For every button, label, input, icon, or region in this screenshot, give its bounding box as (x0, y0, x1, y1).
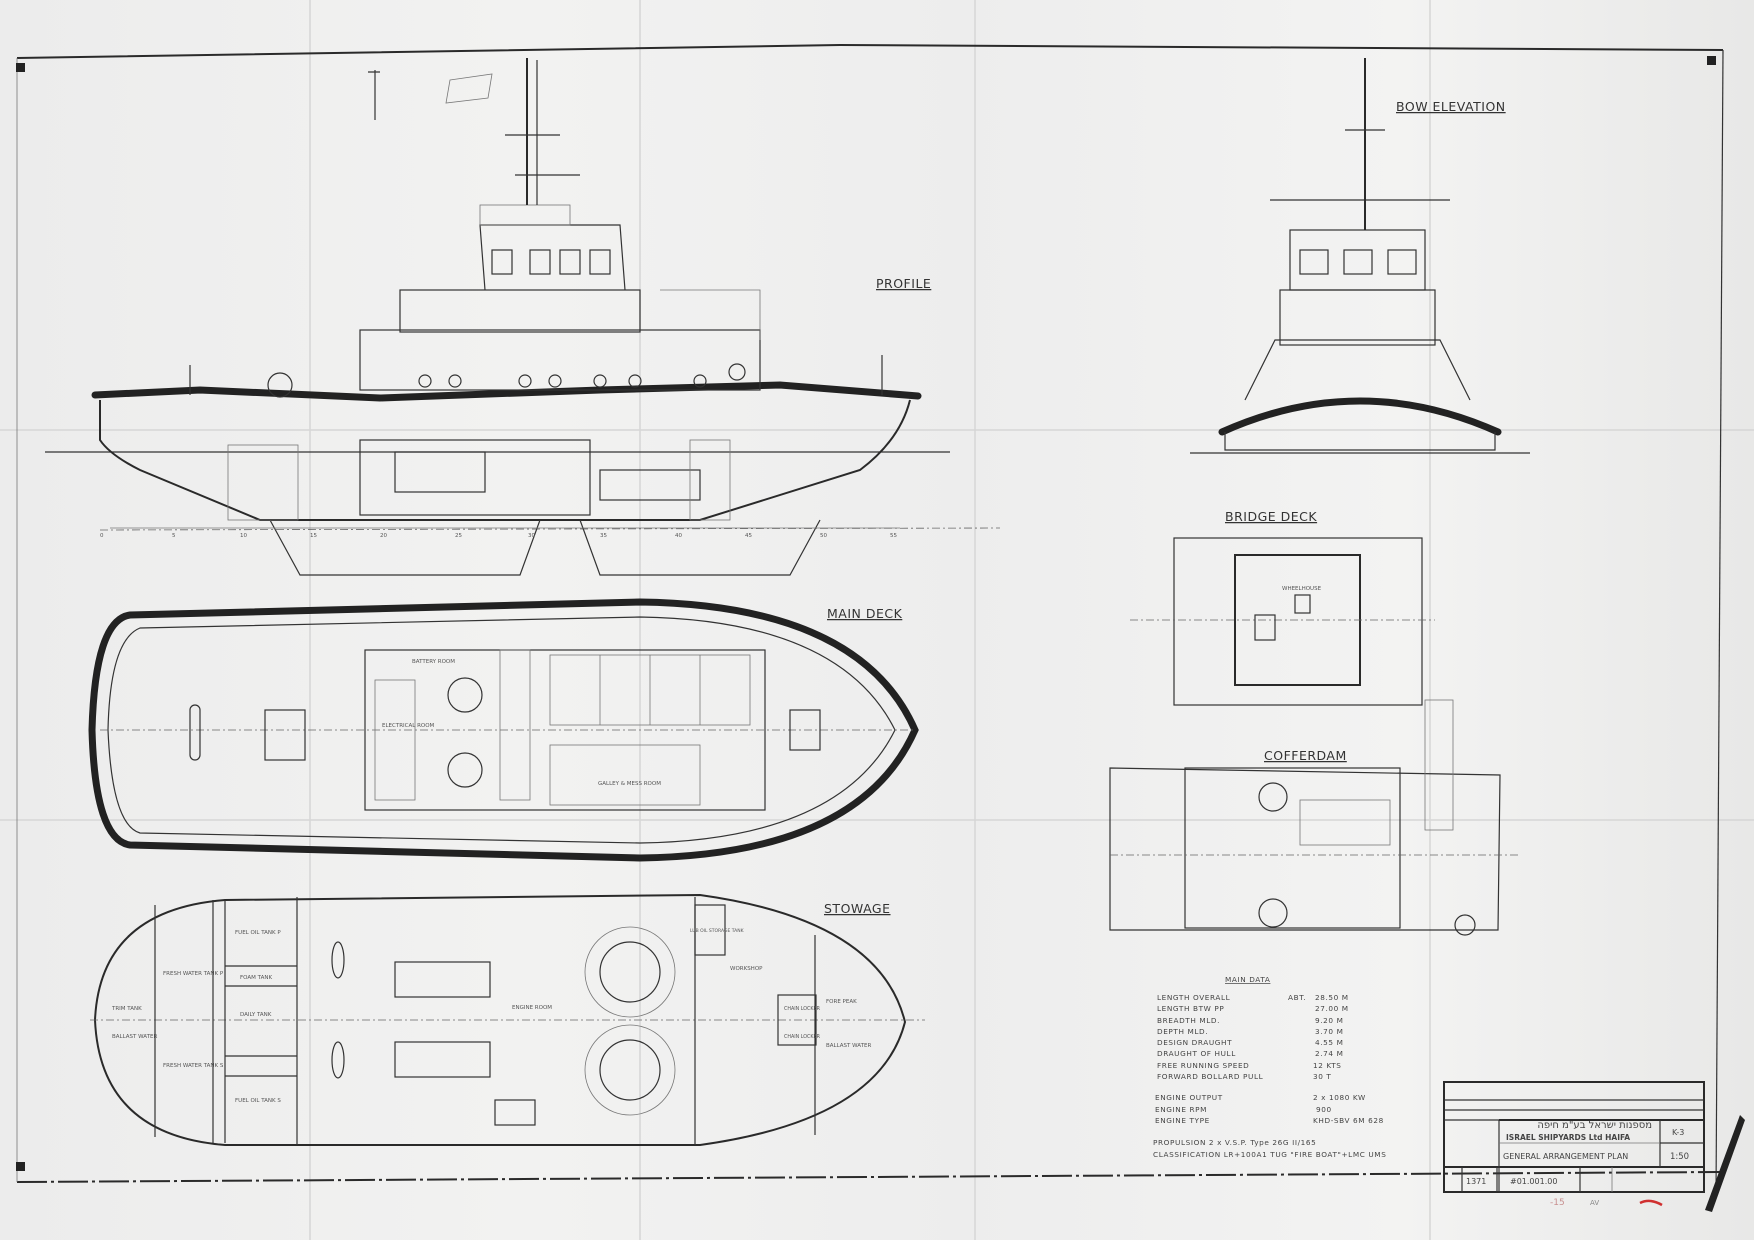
stowage-rooms-chain-locker-2-text: CHAIN LOCKER (784, 1034, 821, 1040)
company-name-hebrew: מספנות ישראל בע"מ חיפה (1537, 1120, 1652, 1131)
room-label: WHEELHOUSE (1282, 586, 1322, 592)
main-data-propulsion-text: PROPULSION 2 x V.S.P. Type 26G II/165 (1153, 1138, 1316, 1147)
4-value-text: 4.55 M (1315, 1038, 1343, 1047)
stowage-rooms-lub-oil-text: LUB OIL STORAGE TANK (690, 928, 745, 934)
5-label-text: DRAUGHT OF HULL (1157, 1049, 1236, 1058)
stowage-rooms-foam-tank-text: FOAM TANK (240, 975, 272, 981)
hull-number: 1371 (1466, 1177, 1486, 1186)
stowage-rooms-fore-peak-text: FORE PEAK (826, 999, 857, 1005)
stowage-rooms-fresh-water-s-text: FRESH WATER TANK S (163, 1063, 224, 1069)
3-value-text: 3.70 M (1315, 1027, 1343, 1036)
main-data-table: MAIN DATA LENGTH OVERALL ABT. 28.50 M LENG… (1153, 975, 1386, 1159)
frame-numbers-4-text: 20 (380, 533, 387, 539)
stowage-rooms-chain-locker-1-text: CHAIN LOCKER (784, 1006, 821, 1012)
6-label-text: FREE RUNNING SPEED (1157, 1061, 1249, 1070)
5-value-text: 2.74 M (1315, 1049, 1343, 1058)
1-label-text: LENGTH BTW PP (1157, 1004, 1224, 1013)
stowage-rooms-fuel-oil-s-text: FUEL OIL TANK S (235, 1098, 281, 1104)
stowage-rooms-ballast-water-aft-text: BALLAST WATER (112, 1034, 157, 1040)
drawing-title: GENERAL ARRANGEMENT PLAN (1503, 1152, 1628, 1161)
1-value-text: 27.00 M (1315, 1004, 1349, 1013)
stowage-view: TRIM TANK BALLAST WATER FRESH WATER TANK… (90, 893, 925, 1146)
4-label-text: DESIGN DRAUGHT (1157, 1038, 1232, 1047)
frame-numbers-6-text: 30 (528, 533, 535, 539)
sheet-code: K-3 (1672, 1128, 1684, 1137)
7-value-text: 30 T (1313, 1072, 1331, 1081)
bow-elevation-view: BOW ELEVATION (1190, 58, 1530, 454)
1-label-text: ENGINE RPM (1155, 1105, 1207, 1114)
frame-numbers-10-text: 50 (820, 533, 827, 539)
frame-numbers-9-text: 45 (745, 533, 752, 539)
frame-numbers-2-text: 10 (240, 533, 247, 539)
stowage-rooms-fresh-water-p-text: FRESH WATER TANK P (163, 971, 224, 977)
0-prefix-text: ABT. (1288, 993, 1306, 1002)
main-data-classification-text: CLASSIFICATION LR+100A1 TUG "FIRE BOAT"+… (1153, 1150, 1386, 1159)
room-label: BATTERY ROOM (412, 659, 455, 665)
stowage-rooms-daily-tank-text: DAILY TANK (240, 1012, 272, 1018)
3-label-text: DEPTH MLD. (1157, 1027, 1208, 1036)
room-label: ELECTRICAL ROOM (382, 723, 435, 729)
stowage-rooms-engine-room-text: ENGINE ROOM (512, 1005, 552, 1011)
stowage-label: STOWAGE (824, 901, 891, 916)
frame-numbers-0-text: 0 (100, 533, 104, 539)
stowage-rooms-ballast-water-fwd-text: BALLAST WATER (826, 1043, 871, 1049)
main-deck-view: ELECTRICAL ROOM BATTERY ROOM GALLEY & ME… (88, 598, 919, 862)
main-data-title: MAIN DATA (1225, 975, 1270, 984)
2-label-text: ENGINE TYPE (1155, 1116, 1210, 1125)
0-value-text: 2 x 1080 KW (1313, 1093, 1366, 1102)
frame-numbers-7-text: 35 (600, 533, 607, 539)
bow-elevation-label: BOW ELEVATION (1396, 99, 1506, 114)
stowage-rooms-trim-tank-text: TRIM TANK (111, 1006, 142, 1012)
2-label-text: BREADTH MLD. (1157, 1016, 1220, 1025)
main-data-rows: LENGTH OVERALL ABT. 28.50 M LENGTH BTW PP 2… (1153, 993, 1386, 1159)
bridge-deck-view: WHEELHOUSE BRIDGE DECK (1130, 509, 1435, 706)
cofferdam-view: COFFERDAM (1109, 699, 1520, 936)
drawing-number: #01.001.00 (1510, 1177, 1557, 1186)
bridge-deck-label: BRIDGE DECK (1225, 509, 1317, 524)
stowage-rooms-fuel-oil-p-text: FUEL OIL TANK P (235, 930, 281, 936)
cofferdam-label: COFFERDAM (1264, 748, 1347, 763)
title-block: מספנות ישראל בע"מ חיפה ISRAEL SHIPYARDS … (1443, 1081, 1705, 1208)
company-name: ISRAEL SHIPYARDS Ltd HAIFA (1506, 1133, 1630, 1142)
2-value-text: 9.20 M (1315, 1016, 1343, 1025)
main-deck-label: MAIN DECK (827, 606, 903, 621)
room-label: GALLEY & MESS ROOM (598, 781, 661, 787)
drawing-border (16, 43, 1745, 1212)
drawing-scale: 1:50 (1670, 1152, 1689, 1162)
0-label-text: LENGTH OVERALL (1157, 993, 1231, 1002)
0-label-text: ENGINE OUTPUT (1155, 1093, 1223, 1102)
7-label-text: FORWARD BOLLARD PULL (1157, 1072, 1264, 1081)
0-value-text: 28.50 M (1315, 993, 1349, 1002)
frame-numbers-3-text: 15 (310, 533, 317, 539)
1-value-text: 900 (1316, 1105, 1332, 1114)
frame-numbers-5-text: 25 (455, 533, 462, 539)
pencil-initials: AV (1590, 1199, 1599, 1207)
profile-view: 0 5 10 15 20 25 30 35 40 45 50 55 PROFIL… (45, 58, 1001, 576)
profile-label: PROFILE (876, 276, 931, 291)
pencil-note: -15 (1550, 1198, 1565, 1208)
frame-numbers-8-text: 40 (675, 533, 682, 539)
frame-numbers-11-text: 55 (890, 533, 897, 539)
6-value-text: 12 KTS (1313, 1061, 1342, 1070)
2-value-text: KHD-SBV 6M 628 (1313, 1116, 1384, 1125)
frame-numbers-1-text: 5 (172, 533, 176, 539)
stowage-rooms-workshop-text: WORKSHOP (730, 966, 763, 972)
profile-frame-numbers: 0 5 10 15 20 25 30 35 40 45 50 55 (100, 533, 897, 539)
